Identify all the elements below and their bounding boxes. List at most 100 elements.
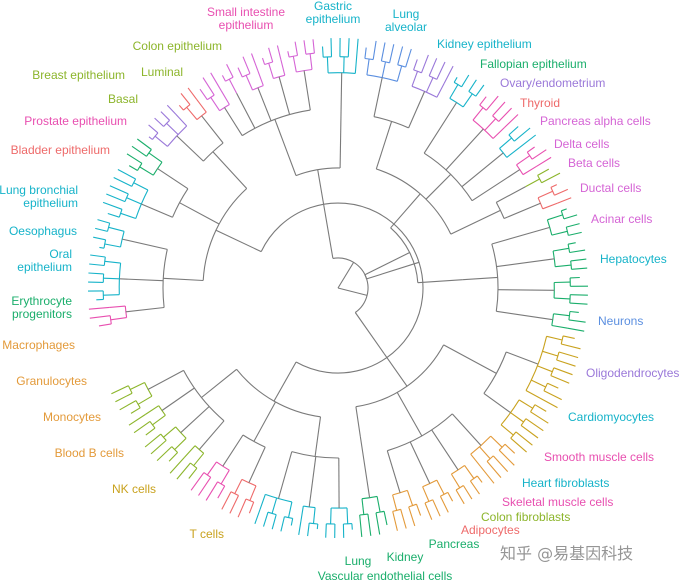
clade-label-thyroid: Thyroid [520, 96, 560, 110]
leaf-branch [126, 197, 142, 205]
clade-label-pancreas: Pancreas [429, 537, 480, 551]
branch [503, 202, 541, 220]
leaf-branch [148, 124, 159, 134]
leaf-branch [380, 42, 386, 62]
leaf-join [381, 60, 390, 64]
leaf-branch [408, 506, 416, 527]
clade-label-line: Kidney epithelium [437, 37, 532, 51]
leaf-branch [168, 452, 178, 462]
leaf-branch [469, 480, 480, 495]
branch [198, 420, 225, 450]
branch [366, 261, 420, 280]
clade-label-vascular: Vascular endothelial cells [318, 569, 453, 580]
root-branch [337, 287, 368, 296]
leaf-join [149, 421, 156, 429]
leaf-branch [148, 152, 163, 163]
leaf-branch [89, 263, 105, 267]
leaf-branch [542, 202, 558, 210]
leaf-branch [237, 498, 247, 518]
leaf-branch [206, 461, 217, 476]
leaf-join [163, 119, 170, 127]
branch-join [183, 370, 225, 422]
branch [364, 252, 410, 276]
leaf-branch [468, 79, 477, 92]
leaf-branch [226, 63, 234, 78]
branch [443, 344, 497, 374]
leaf-branch [287, 501, 293, 518]
leaf-branch [550, 184, 558, 188]
leaf-join [413, 69, 422, 74]
branch [278, 76, 291, 115]
branch [141, 203, 173, 218]
leaf-branch [90, 254, 106, 258]
branch [176, 135, 204, 162]
leaf-branch [163, 426, 176, 438]
branch [491, 226, 550, 245]
clade-label-kidney-epithelium: Kidney epithelium [437, 37, 532, 51]
branch [125, 306, 165, 313]
clade-label-line: Oral [49, 247, 72, 261]
leaf-branch [546, 335, 563, 341]
leaf-branch [160, 111, 170, 121]
leaf-branch [479, 96, 487, 106]
leaf-branch [558, 351, 579, 359]
leaf-branch [375, 512, 381, 535]
leaf-branch [104, 243, 121, 248]
clade-label-neurons: Neurons [598, 314, 643, 328]
clade-label-line: Lung bronchial [0, 183, 78, 197]
leaf-join [453, 81, 462, 88]
leaf-branch [571, 267, 588, 270]
leaf-branch [234, 479, 243, 494]
leaf-branch [566, 223, 580, 228]
clade-join [158, 405, 166, 416]
leaf-branch [568, 231, 582, 236]
clade-join [472, 119, 494, 139]
leaf-branch [128, 414, 146, 426]
leaf-join [537, 175, 543, 183]
leaf-branch [268, 47, 274, 63]
branch [303, 70, 311, 111]
clade-label-line: epithelium [219, 18, 274, 32]
branch-join [495, 202, 505, 219]
clade-join [411, 85, 438, 98]
leaf-branch [300, 506, 304, 522]
leaf-branch [99, 246, 105, 249]
leaf-branch [464, 465, 475, 479]
branch [122, 238, 168, 250]
leaf-branch [506, 147, 520, 158]
leaf-branch [513, 127, 531, 142]
leaf-branch [515, 431, 533, 446]
branch [383, 353, 408, 387]
clade-label-line: NK cells [112, 482, 156, 496]
leaf-branch [186, 106, 198, 120]
leaf-branch [130, 407, 141, 414]
leaf-join [486, 455, 494, 462]
leaf-branch [220, 90, 230, 105]
leaf-join [264, 61, 273, 66]
leaf-join [131, 178, 137, 187]
leaf-join [468, 90, 477, 97]
leaf-branch [485, 95, 499, 111]
leaf-branch [262, 512, 269, 527]
leaf-branch [321, 46, 324, 58]
leaf-branch [205, 481, 219, 501]
clade-join [118, 263, 122, 295]
leaf-join [526, 151, 533, 160]
branch [483, 392, 511, 414]
leaf-branch [500, 424, 514, 436]
leaf-branch [568, 319, 586, 323]
branch [308, 456, 317, 507]
leaf-branch [210, 97, 221, 112]
clade-label-line: alveolar [385, 20, 427, 34]
clade-label-line: progenitors [12, 307, 72, 321]
clade-label-line: Cardiomyocytes [568, 410, 654, 424]
leaf-branch [536, 156, 552, 167]
clade-label-hepatocytes: Hepatocytes [600, 252, 667, 266]
clade-label-line: Colon epithelium [133, 39, 222, 53]
leaf-branch [541, 172, 561, 184]
clade-label-line: Colon fibroblasts [481, 510, 570, 524]
leaf-join [225, 76, 234, 82]
clade-label-skeletal-muscle: Skeletal muscle cells [502, 495, 613, 509]
